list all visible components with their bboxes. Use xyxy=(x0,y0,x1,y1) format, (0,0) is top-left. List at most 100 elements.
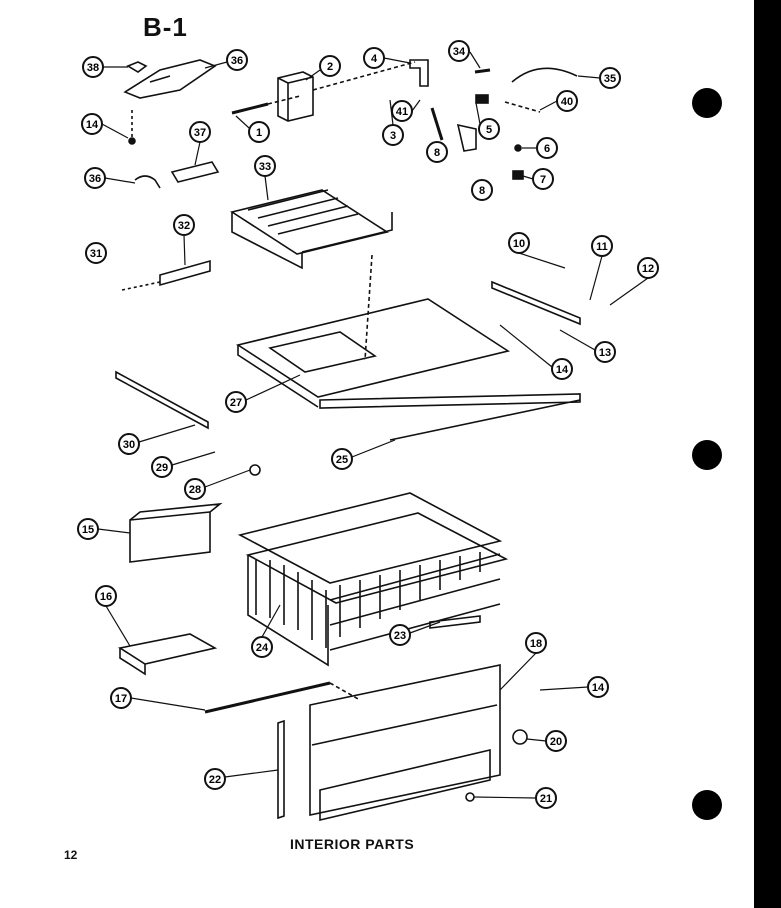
callout-label: 15 xyxy=(82,524,94,536)
callout-label: 2 xyxy=(327,61,333,73)
callout-20: 20 xyxy=(545,730,567,752)
basket-wires-drawing xyxy=(255,552,481,648)
callout-label: 14 xyxy=(86,119,99,131)
part-27-shelf-drawing xyxy=(236,298,510,398)
callout-label: 37 xyxy=(194,127,206,139)
part-34-drawing xyxy=(474,68,491,74)
callout-38: 38 xyxy=(82,56,104,78)
callout-41: 41 xyxy=(391,100,413,122)
part-2-box-drawing xyxy=(277,71,314,122)
callout-label: 32 xyxy=(178,220,190,232)
shelf-edge-drawing xyxy=(237,345,319,408)
figure-caption: INTERIOR PARTS xyxy=(290,836,415,852)
callout-22: 22 xyxy=(204,768,226,790)
scan-edge-bar xyxy=(754,0,781,908)
callout-14a: 14 xyxy=(81,113,103,135)
part-30-rail-drawing xyxy=(115,370,209,430)
callout-label: 14 xyxy=(592,682,605,694)
part-35-arc-drawing xyxy=(511,67,578,83)
part-37-tube-drawing xyxy=(170,161,220,183)
callout-16: 16 xyxy=(95,585,117,607)
callout-17: 17 xyxy=(110,687,132,709)
binder-hole xyxy=(692,440,722,470)
part-5-drawing xyxy=(475,94,489,104)
callout-label: 34 xyxy=(453,46,466,58)
callout-23: 23 xyxy=(389,624,411,646)
callout-32: 32 xyxy=(173,214,195,236)
part-25-rail-drawing xyxy=(319,393,581,409)
part-15-bin-drawing xyxy=(129,502,223,563)
part-24-basket-body-drawing xyxy=(245,512,509,667)
part-17-rod-drawing xyxy=(204,681,331,714)
binder-hole xyxy=(692,790,722,820)
part-16-tray-drawing xyxy=(117,633,218,676)
callout-label: 17 xyxy=(115,693,127,705)
callout-14b: 14 xyxy=(551,358,573,380)
callout-5: 5 xyxy=(478,118,500,140)
part-38-drawing xyxy=(126,61,148,73)
leader-line xyxy=(267,95,301,105)
callout-label: 36 xyxy=(231,55,243,67)
callout-label: 35 xyxy=(604,73,616,85)
callout-1: 1 xyxy=(248,121,270,143)
callout-label: 21 xyxy=(540,793,552,805)
part-21-drawing xyxy=(465,792,475,802)
part-28-drawing xyxy=(249,464,261,476)
part-36-plug-drawing xyxy=(134,175,161,189)
cover-slats-drawing xyxy=(247,189,359,235)
callout-3: 3 xyxy=(382,124,404,146)
part-callouts: 1 2 3 4 5 6 7 8 8 10 11 12 13 14 14 14 1… xyxy=(77,40,659,809)
shelf-panel-drawing xyxy=(268,331,377,373)
callout-33: 33 xyxy=(254,155,276,177)
callout-label: 7 xyxy=(540,174,546,186)
callout-label: 3 xyxy=(390,130,396,142)
callout-36a: 36 xyxy=(226,49,248,71)
callout-36b: 36 xyxy=(84,167,106,189)
callout-25: 25 xyxy=(331,448,353,470)
page-number: 12 xyxy=(64,848,78,862)
callout-37: 37 xyxy=(189,121,211,143)
callout-label: 29 xyxy=(156,462,168,474)
part-8-pin-drawing xyxy=(430,107,444,141)
callout-label: 4 xyxy=(371,53,378,65)
part-22-strip-drawing xyxy=(277,719,285,820)
callout-label: 36 xyxy=(89,173,101,185)
callout-label: 31 xyxy=(90,248,102,260)
callout-40: 40 xyxy=(556,90,578,112)
part-20-knob-drawing xyxy=(512,729,528,745)
panel-window-drawing xyxy=(319,748,491,822)
callout-label: 22 xyxy=(209,774,221,786)
leader-line xyxy=(364,254,373,361)
part-4-bracket-drawing xyxy=(409,59,429,87)
callout-label: 28 xyxy=(189,484,201,496)
part-13-rail-drawing xyxy=(491,280,581,326)
callout-27: 27 xyxy=(225,391,247,413)
callout-label: 8 xyxy=(479,185,485,197)
leader-line xyxy=(312,61,416,91)
callout-label: 18 xyxy=(530,638,542,650)
callout-8b: 8 xyxy=(471,179,493,201)
callout-label: 10 xyxy=(513,238,525,250)
part-23-drawing xyxy=(429,615,481,629)
part-24-basket-top-drawing xyxy=(237,492,503,584)
binder-hole xyxy=(692,88,722,118)
callout-label: 13 xyxy=(599,347,611,359)
callout-label: 30 xyxy=(123,439,135,451)
callout-35: 35 xyxy=(599,67,621,89)
part-1-screw-drawing xyxy=(231,102,269,115)
callout-leaders xyxy=(97,51,649,799)
callout-31: 31 xyxy=(85,242,107,264)
leader-line xyxy=(329,682,361,701)
callout-label: 14 xyxy=(556,364,569,376)
callout-21: 21 xyxy=(535,787,557,809)
callout-13: 13 xyxy=(594,341,616,363)
panel-divider-drawing xyxy=(311,704,498,746)
callout-label: 25 xyxy=(336,454,348,466)
part-8-hinge-drawing xyxy=(456,123,477,152)
callout-29: 29 xyxy=(151,456,173,478)
callout-8a: 8 xyxy=(426,141,448,163)
callout-4: 4 xyxy=(363,47,385,69)
callout-label: 16 xyxy=(100,591,112,603)
part-32-rail-drawing xyxy=(159,259,211,287)
